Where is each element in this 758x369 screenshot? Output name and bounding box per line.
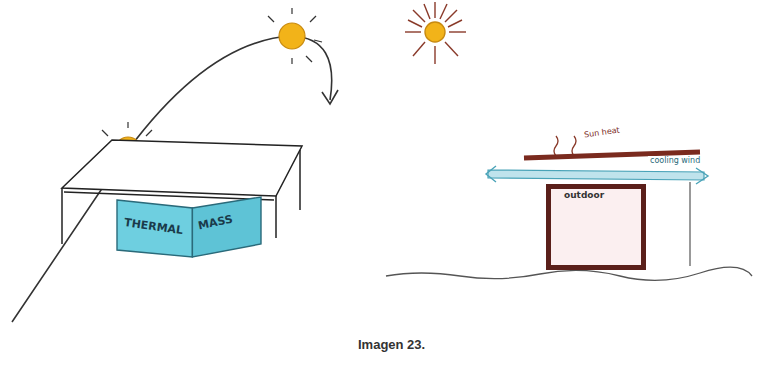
- room-box: outdoor: [546, 184, 646, 270]
- wind-label: cooling wind: [648, 156, 702, 165]
- roof-table: [62, 140, 302, 244]
- sun-symbol: [405, 2, 466, 64]
- room-label: outdoor: [564, 190, 604, 200]
- sun-symbol: [268, 8, 322, 64]
- sun-path: [12, 36, 332, 322]
- heat-label: Sun heat: [584, 126, 621, 140]
- wind-arrow: [486, 166, 496, 182]
- thermal-mass-box: THERMALMASS: [116, 196, 262, 258]
- wind-arrow: [696, 168, 708, 184]
- heat-waves: [554, 136, 576, 156]
- cooling-wind-band: [488, 170, 704, 180]
- pillar: [689, 182, 690, 266]
- figure-caption: Imagen 23.: [358, 337, 425, 352]
- sun-path-arrow: [322, 90, 338, 104]
